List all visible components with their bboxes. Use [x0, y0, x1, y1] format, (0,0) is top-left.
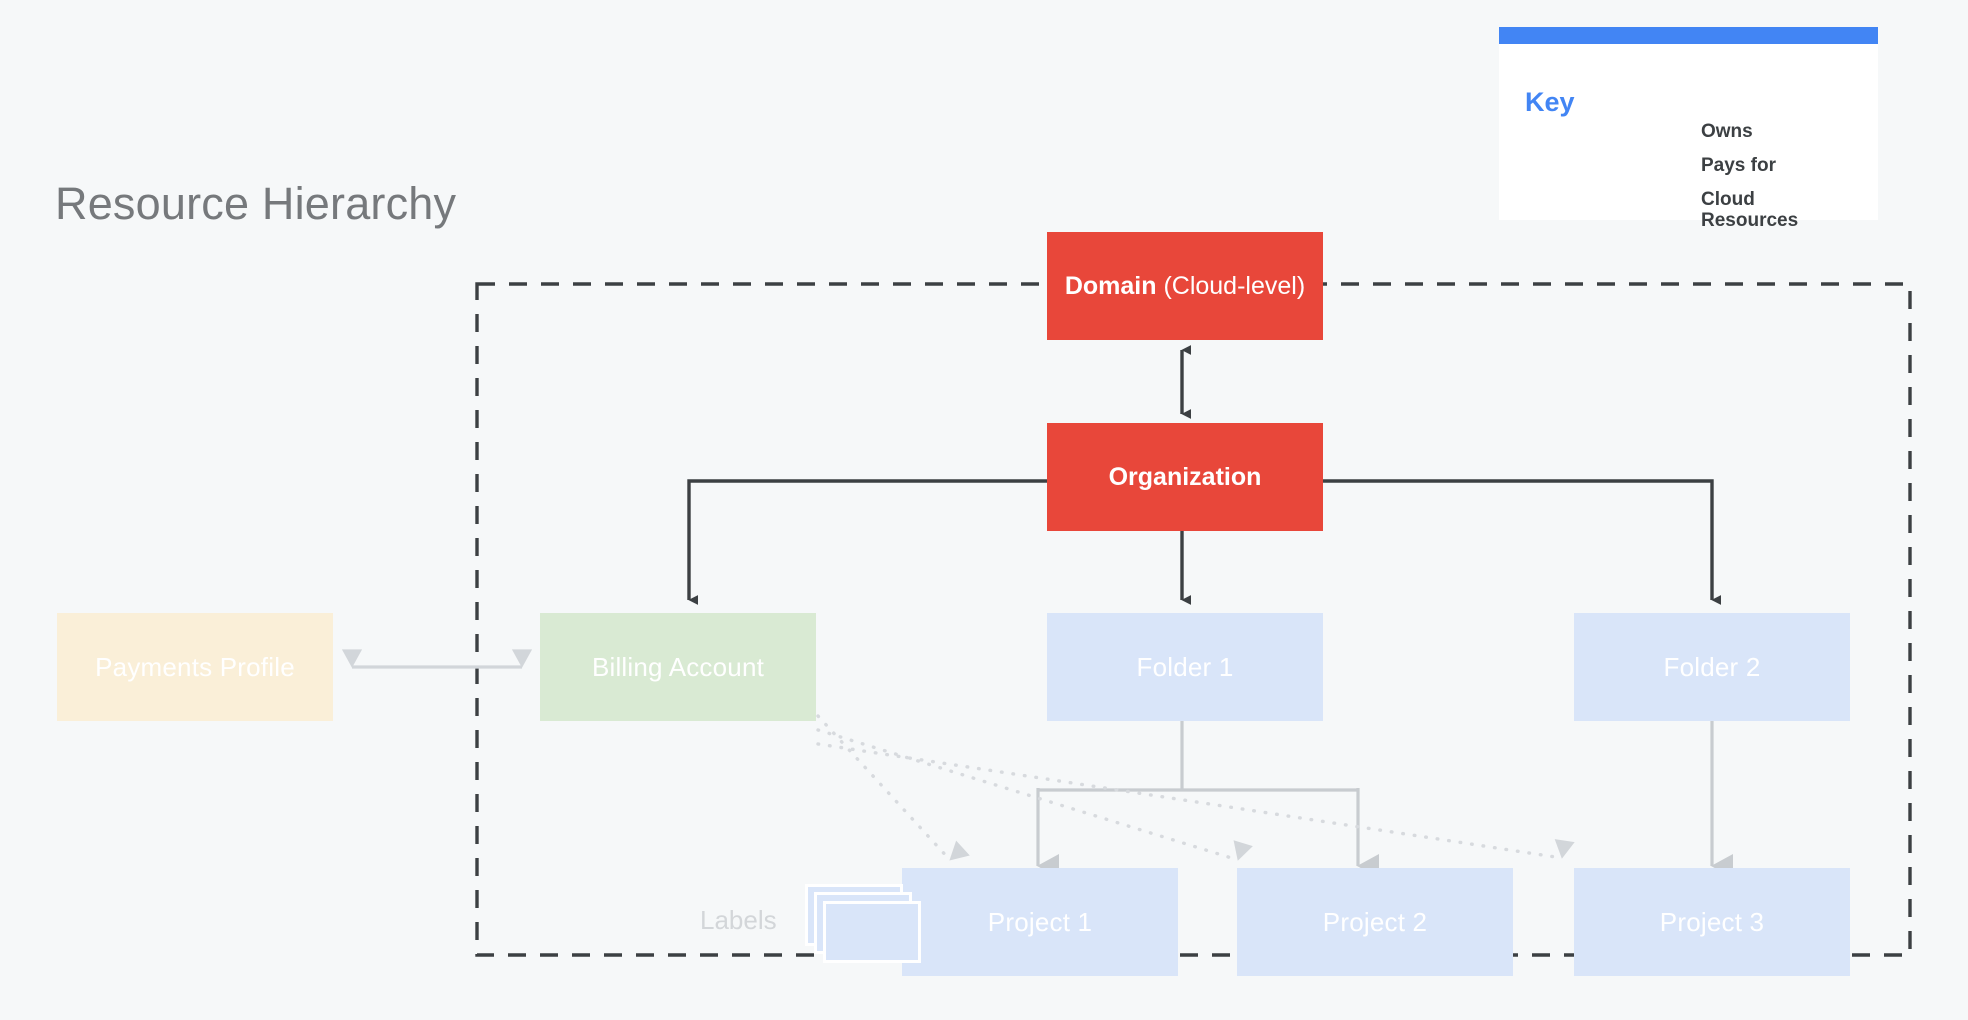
labels-annotation-label: Labels	[700, 905, 777, 935]
node-project-2-label: Project 2	[1322, 906, 1428, 937]
edge-billing-project2	[816, 728, 1253, 862]
node-project-3[interactable]: Project 3	[1574, 868, 1850, 976]
node-billing-account[interactable]: Billing Account	[540, 613, 816, 721]
node-folder-2[interactable]: Folder 2	[1574, 613, 1850, 721]
edge-billing-project3	[816, 742, 1575, 860]
node-folder-2-label: Folder 2	[1663, 651, 1761, 682]
key-heading: Key	[1525, 87, 1575, 117]
edge-organization-folder2	[1323, 479, 1722, 605]
node-payments-profile[interactable]: Payments Profile	[57, 613, 333, 721]
edge-billing-project1	[816, 714, 970, 862]
node-folder-1-label: Folder 1	[1136, 651, 1234, 682]
labels-chip-front	[823, 901, 921, 963]
key-label-owns: Owns	[1701, 121, 1753, 142]
node-payments-profile-label: Payments Profile	[95, 651, 295, 682]
node-domain[interactable]: Domain (Cloud-level)	[1047, 232, 1323, 340]
node-domain-label: Domain	[1064, 271, 1157, 300]
node-domain-sublabel: (Cloud-level)	[1156, 271, 1306, 300]
node-project-1[interactable]: Project 1	[902, 868, 1178, 976]
node-project-1-label: Project 1	[987, 906, 1093, 937]
edge-organization-billing	[687, 479, 1047, 605]
key-row-cloud-resources: Cloud Resources	[1525, 189, 1855, 231]
node-organization[interactable]: Organization	[1047, 423, 1323, 531]
key-header-bar	[1499, 27, 1878, 44]
node-project-3-label: Project 3	[1659, 906, 1765, 937]
node-organization-label: Organization	[1108, 462, 1262, 491]
node-project-2[interactable]: Project 2	[1237, 868, 1513, 976]
edge-folder1-split	[1038, 721, 1358, 792]
key-legend: Key Owns Pays for Cloud Resources	[1499, 27, 1878, 230]
key-label-cloud-resources: Cloud Resources	[1701, 189, 1799, 231]
key-row-pays-for: Pays for	[1525, 155, 1855, 177]
page-title: Resource Hierarchy	[55, 178, 457, 229]
node-billing-account-label: Billing Account	[591, 651, 765, 682]
key-row-owns: Owns	[1525, 121, 1855, 143]
key-label-pays-for: Pays for	[1701, 155, 1776, 176]
node-folder-1[interactable]: Folder 1	[1047, 613, 1323, 721]
labels-stack-icon	[805, 884, 935, 968]
